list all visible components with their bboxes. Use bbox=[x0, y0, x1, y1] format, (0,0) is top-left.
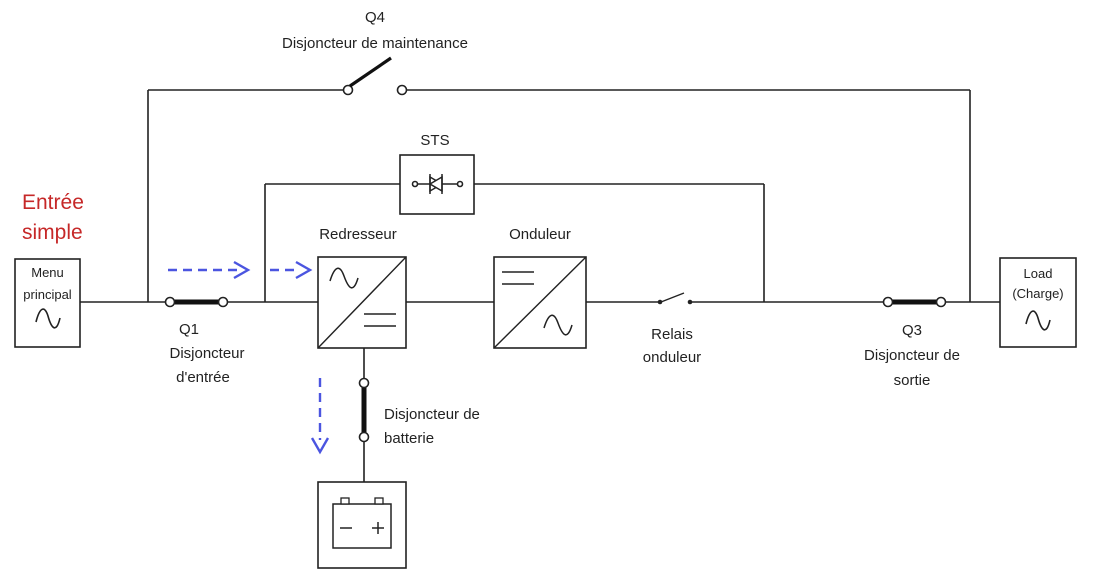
load-label-line2: (Charge) bbox=[1012, 286, 1063, 301]
battery-breaker bbox=[358, 377, 370, 443]
mains-box: Menu principal bbox=[14, 258, 81, 348]
q3-output-breaker bbox=[882, 296, 947, 308]
q1-name-line2: d'entrée bbox=[176, 369, 230, 386]
battery-breaker-line2: batterie bbox=[384, 430, 434, 447]
mains-label-line2: principal bbox=[23, 287, 72, 302]
inverter-relay bbox=[657, 292, 693, 305]
q4-maintenance-breaker bbox=[342, 56, 408, 96]
input-title-line1: Entrée bbox=[22, 191, 84, 214]
sine-wave-icon bbox=[543, 314, 573, 336]
wiring bbox=[80, 89, 1000, 482]
q3-name-line2: sortie bbox=[894, 372, 931, 389]
relay-label-line2: onduleur bbox=[643, 349, 701, 366]
load-box: Load (Charge) bbox=[999, 257, 1077, 348]
mains-label-line1: Menu bbox=[31, 265, 64, 280]
sine-wave-icon bbox=[35, 308, 61, 329]
rectifier-box bbox=[317, 256, 407, 349]
battery-breaker-line1: Disjoncteur de bbox=[384, 406, 480, 423]
load-label-line1: Load bbox=[1024, 266, 1053, 281]
inverter-box bbox=[493, 256, 587, 349]
power-flow-arrows bbox=[168, 260, 330, 455]
sine-wave-icon bbox=[1025, 310, 1051, 331]
q3-name-line1: Disjoncteur de bbox=[864, 347, 960, 364]
q1-name-line1: Disjoncteur bbox=[169, 345, 244, 362]
inverter-label: Onduleur bbox=[509, 226, 571, 243]
sts-label: STS bbox=[420, 132, 449, 149]
input-title-line2: simple bbox=[22, 221, 83, 244]
q4-id-label: Q4 bbox=[365, 9, 385, 26]
battery-box bbox=[317, 481, 407, 569]
q1-id-label: Q1 bbox=[179, 321, 199, 338]
rectifier-label: Redresseur bbox=[319, 226, 397, 243]
battery-icon bbox=[332, 497, 392, 549]
sine-wave-icon bbox=[329, 267, 359, 289]
q3-id-label: Q3 bbox=[902, 322, 922, 339]
q4-name-label: Disjoncteur de maintenance bbox=[282, 35, 468, 52]
sts-box bbox=[399, 154, 475, 215]
q1-input-breaker bbox=[164, 296, 229, 308]
thyristor-icon bbox=[428, 174, 444, 194]
relay-label-line1: Relais bbox=[651, 326, 693, 343]
